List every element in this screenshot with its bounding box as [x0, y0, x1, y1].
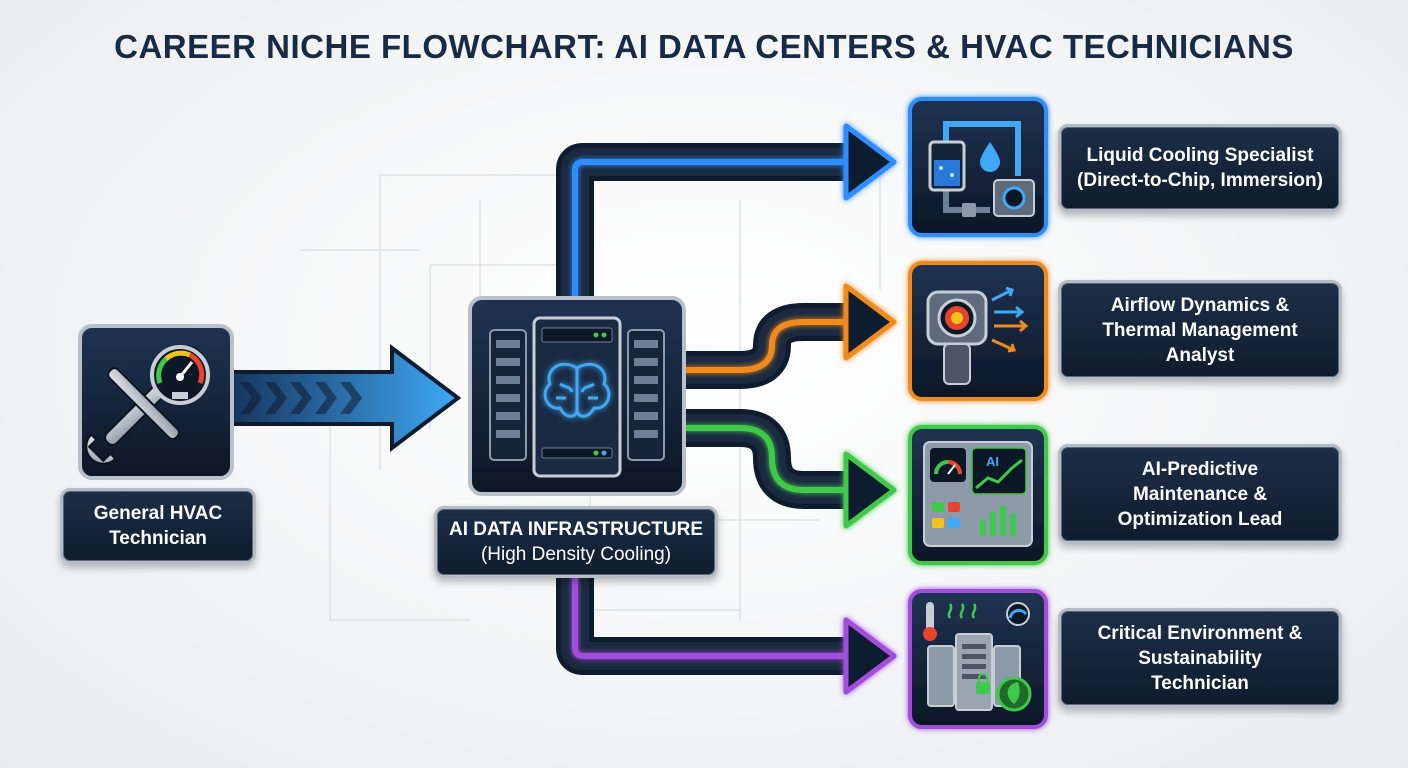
branch-label-line1: Airflow Dynamics & [1110, 294, 1290, 316]
branch-label-line2: Sustainability [1138, 647, 1262, 669]
source-arrow [226, 343, 462, 453]
branch-arrow-predictive-maintenance [684, 409, 897, 529]
branch-arrow-airflow [684, 283, 897, 389]
source-label-line1: General HVAC [93, 503, 223, 524]
branch-tile-critical-environment [908, 589, 1048, 729]
page-title: CAREER NICHE FLOWCHART: AI DATA CENTERS … [114, 28, 1294, 65]
dashboard-icon-label: AI [986, 454, 999, 469]
branch-label-airflow: Airflow Dynamics & Thermal Management An… [1058, 280, 1342, 380]
wrench-gauge-icon [85, 345, 210, 465]
branch-label-line1: AI-Predictive [1141, 458, 1259, 480]
server-brain-icon [489, 316, 665, 478]
branch-label-critical-environment: Critical Environment & Sustainability Te… [1058, 608, 1342, 708]
branch-label-line2: Maintenance & [1132, 483, 1268, 505]
branch-label-line2: Thermal Management [1102, 319, 1298, 341]
branch-label-line1: Liquid Cooling Specialist [1086, 145, 1314, 166]
branch-arrows [556, 123, 897, 695]
branch-arrow-liquid-cooling [556, 123, 897, 300]
liquid-cooling-icon [928, 121, 1035, 217]
branch-label-liquid-cooling: Liquid Cooling Specialist (Direct-to-Chi… [1058, 124, 1342, 212]
branch-label-line1: Critical Environment & [1097, 622, 1303, 644]
hub-icon-tile [468, 296, 686, 496]
hub-label-line1: AI DATA INFRASTRUCTURE [448, 519, 703, 540]
hub-label-line2: (High Density Cooling) [480, 544, 672, 565]
branch-tile-airflow [908, 261, 1048, 401]
sustainability-icon [923, 602, 1032, 712]
thermal-camera-icon [926, 286, 1029, 385]
branch-label-line3: Optimization Lead [1117, 508, 1283, 530]
source-label: General HVAC Technician [60, 488, 256, 564]
branch-tile-liquid-cooling [908, 97, 1048, 237]
branch-label-line2: (Direct-to-Chip, Immersion) [1077, 170, 1323, 191]
branch-tile-predictive-maintenance: AI [908, 425, 1048, 565]
source-icon-tile [78, 324, 234, 480]
dashboard-icon: AI [923, 441, 1033, 547]
source-label-line2: Technician [109, 528, 207, 549]
hub-label: AI DATA INFRASTRUCTURE (High Density Coo… [434, 506, 718, 578]
branch-arrow-critical-environment [556, 576, 897, 695]
branch-label-predictive-maintenance: AI-Predictive Maintenance & Optimization… [1058, 444, 1342, 544]
branch-label-line3: Technician [1151, 672, 1249, 694]
branch-label-line3: Analyst [1165, 344, 1235, 366]
